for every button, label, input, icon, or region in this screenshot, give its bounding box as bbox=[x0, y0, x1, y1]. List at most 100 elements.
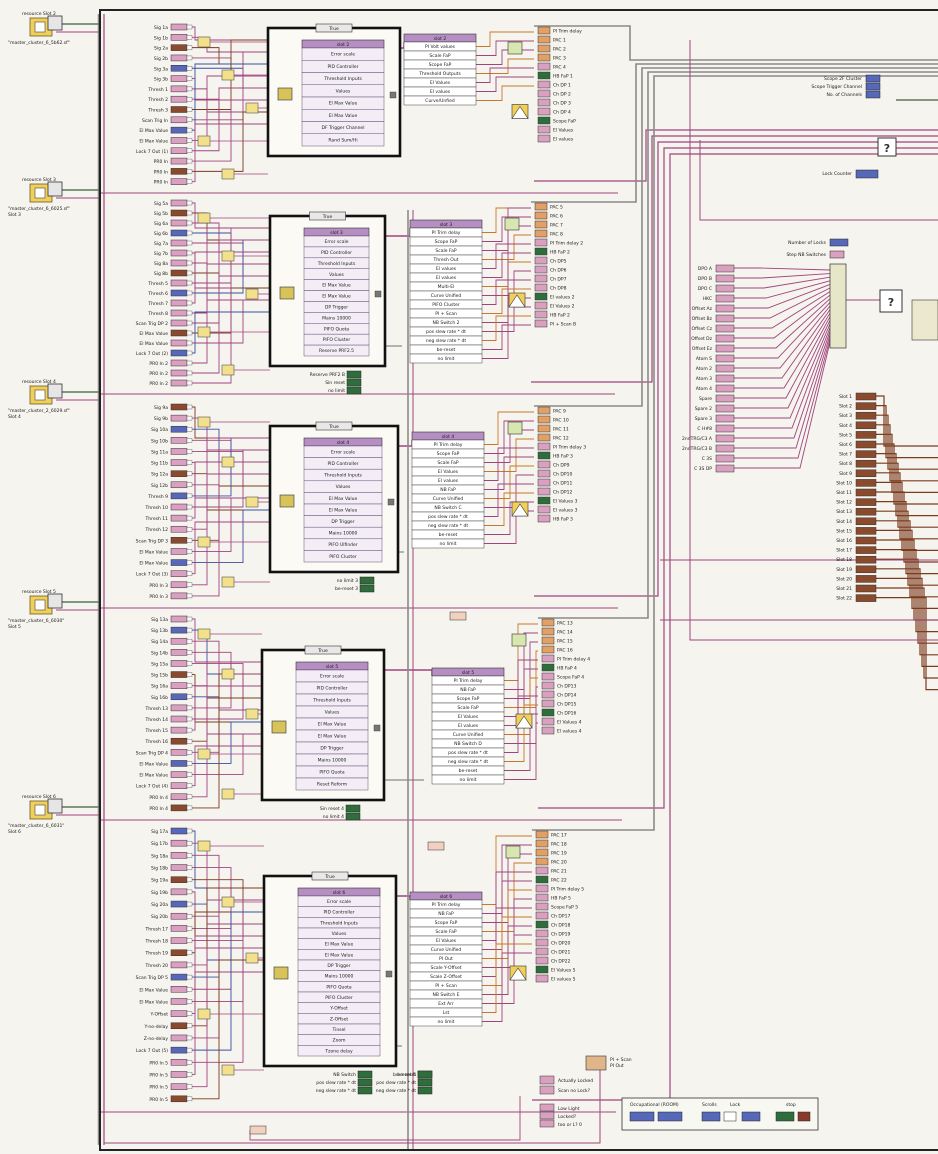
output-label: Ch DP15 bbox=[557, 702, 576, 708]
input-terminal-arrow bbox=[187, 46, 192, 50]
unbundle-field-label: El Values bbox=[458, 714, 479, 720]
compound-node bbox=[246, 709, 258, 719]
compound-node bbox=[198, 749, 210, 759]
output-label: PAC 5 bbox=[550, 205, 563, 211]
legend-stop-terminal bbox=[798, 1112, 810, 1121]
slot-refnum-icon bbox=[35, 22, 45, 32]
unbundle-field-label: PI Trim delay bbox=[434, 442, 463, 448]
build-array-node bbox=[506, 846, 520, 858]
input-terminal-arrow bbox=[187, 371, 192, 375]
pi-scan-label: PI + Scan bbox=[610, 1057, 632, 1063]
input-label: Thresh 5 bbox=[147, 281, 168, 287]
input-wire bbox=[192, 912, 264, 953]
input-label: El Max Value bbox=[139, 341, 168, 347]
input-terminal-arrow bbox=[187, 914, 192, 918]
input-wire bbox=[192, 843, 264, 900]
input-terminal bbox=[171, 220, 187, 226]
side-constant bbox=[346, 805, 360, 812]
slot-path-label: "master_cluster_6_6030" bbox=[8, 618, 64, 624]
output-terminal bbox=[536, 867, 548, 874]
dpo-terminal bbox=[716, 445, 734, 452]
slot-list-wire bbox=[876, 578, 938, 666]
unbundle-field-label: PI + Scan bbox=[435, 311, 457, 317]
input-terminal bbox=[171, 504, 187, 510]
unbundle-out-wire bbox=[476, 41, 534, 56]
output-label: El values 4 bbox=[557, 729, 582, 735]
unbundle-field-label: PIFO Cluster bbox=[432, 302, 460, 308]
slot-ref-label: resource Slot 5 bbox=[22, 589, 56, 595]
unbundle-out-wire bbox=[484, 448, 534, 481]
input-terminal-arrow bbox=[187, 35, 192, 39]
output-label: PI + Scan B bbox=[550, 322, 576, 328]
input-label: Y-Offset bbox=[150, 1012, 169, 1018]
input-label: Thresh 9 bbox=[147, 494, 168, 500]
input-terminal bbox=[171, 526, 187, 532]
input-label: PR0 In 4 bbox=[149, 806, 168, 812]
input-terminal bbox=[171, 350, 187, 356]
compound-node bbox=[222, 251, 234, 261]
cluster-field-label: PIFO Quota bbox=[319, 770, 345, 776]
input-terminal-arrow bbox=[187, 291, 192, 295]
output-terminal bbox=[536, 831, 548, 838]
output-terminal bbox=[536, 948, 548, 955]
input-wire bbox=[192, 698, 262, 741]
dpo-label: Spare bbox=[699, 396, 712, 402]
cluster-field-label: Mains 10000 bbox=[322, 315, 351, 321]
input-terminal-arrow bbox=[187, 97, 192, 101]
input-terminal-arrow bbox=[187, 461, 192, 465]
output-label: Scope FaP bbox=[553, 119, 576, 125]
output-label: Ch DP 2 bbox=[553, 92, 571, 98]
input-label: Sig 2b bbox=[154, 56, 168, 62]
input-terminal-arrow bbox=[187, 639, 192, 643]
input-terminal bbox=[171, 230, 187, 236]
slot-extra-label: Slot 4 bbox=[8, 414, 21, 420]
input-terminal bbox=[171, 426, 187, 432]
low-light-label: Locked? bbox=[558, 1114, 577, 1120]
input-terminal bbox=[171, 76, 187, 82]
right-top-terminal bbox=[866, 91, 880, 98]
unbundle-field-label: pos slew rate * dt bbox=[428, 514, 468, 520]
input-label: Y-no-delay bbox=[144, 1024, 169, 1030]
input-terminal bbox=[171, 683, 187, 689]
wire-layer bbox=[56, 14, 938, 1150]
unbundle-field-label: Scale FaP bbox=[435, 248, 456, 254]
actually-locked-terminal bbox=[540, 1076, 554, 1084]
dpo-terminal bbox=[716, 395, 734, 402]
input-terminal-arrow bbox=[187, 1012, 192, 1016]
output-terminal bbox=[542, 709, 554, 716]
dpo-terminal bbox=[716, 435, 734, 442]
compound-node bbox=[198, 327, 210, 337]
slot-list-terminal bbox=[856, 508, 876, 515]
dpo-terminal bbox=[716, 275, 734, 282]
unbundle-out-wire bbox=[476, 32, 534, 47]
output-label: El Values 2 bbox=[550, 304, 575, 310]
output-label: El Values 4 bbox=[557, 720, 582, 726]
input-label: Thresh 6 bbox=[147, 291, 168, 297]
compound-node bbox=[222, 669, 234, 679]
input-terminal bbox=[171, 493, 187, 499]
output-terminal bbox=[536, 903, 548, 910]
cluster-title: slot 4 bbox=[337, 440, 350, 446]
side-constant bbox=[418, 1079, 432, 1086]
output-terminal bbox=[538, 45, 550, 52]
input-label: Scan Trig DP 2 bbox=[136, 321, 168, 327]
legend-left-label: Occupational (ROOM) bbox=[630, 1102, 679, 1108]
slot-list-wire bbox=[876, 502, 938, 574]
compound-node bbox=[222, 70, 234, 80]
input-wire bbox=[192, 619, 262, 662]
input-terminal bbox=[171, 749, 187, 755]
input-label: Thresh 18 bbox=[145, 939, 169, 945]
slot-list-label: Slot 13 bbox=[836, 509, 852, 515]
output-terminal bbox=[538, 126, 550, 133]
input-terminal-arrow bbox=[187, 341, 192, 345]
input-terminal-arrow bbox=[187, 149, 192, 153]
slot-list-label: Slot 15 bbox=[836, 528, 852, 534]
input-terminal-arrow bbox=[187, 890, 192, 894]
input-label: Thresh 1 bbox=[147, 87, 168, 93]
build-array-node bbox=[830, 264, 846, 348]
slot-list-terminal bbox=[856, 499, 876, 506]
output-terminal bbox=[538, 27, 550, 34]
input-label: Lock 7 Out (1) bbox=[136, 149, 168, 155]
input-terminal-arrow bbox=[187, 739, 192, 743]
slot-list-wire bbox=[876, 588, 938, 678]
